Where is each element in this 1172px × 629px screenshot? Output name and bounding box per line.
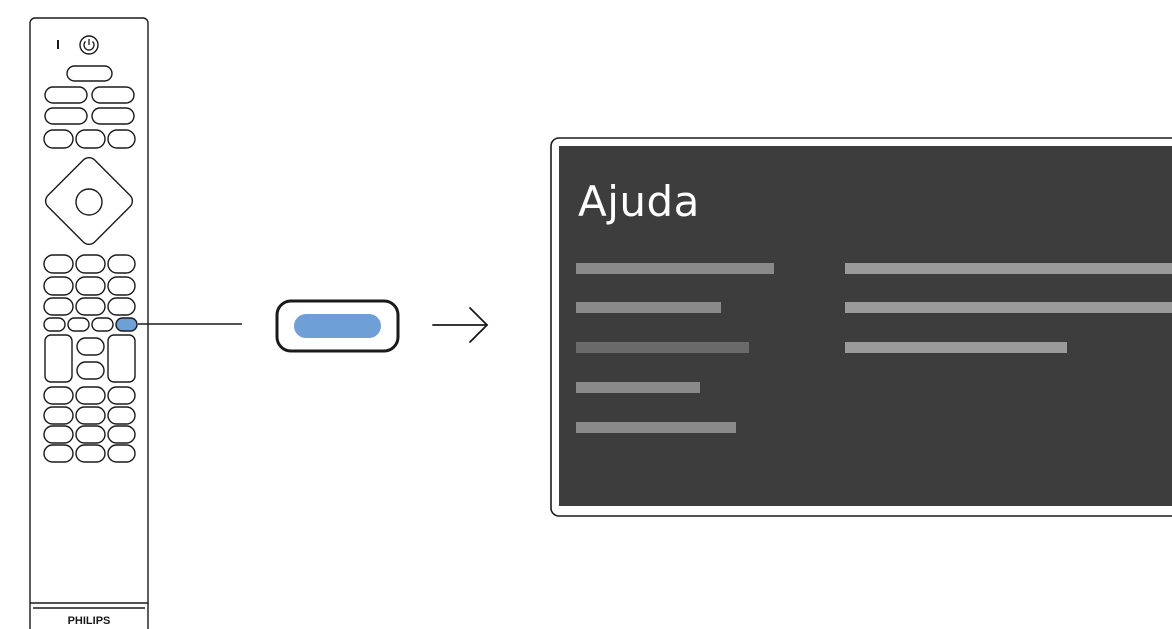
remote-button[interactable] — [107, 425, 136, 444]
content-line — [845, 263, 1172, 274]
content-line — [845, 302, 1172, 313]
remote-button[interactable] — [75, 425, 106, 444]
brand-logo: PHILIPS — [68, 615, 111, 627]
right-arrow-icon — [432, 307, 489, 343]
remote-button[interactable] — [76, 361, 105, 380]
remote-button[interactable] — [107, 129, 136, 149]
remote-button[interactable] — [107, 386, 136, 405]
program-rocker[interactable] — [107, 334, 136, 383]
remote-button[interactable] — [91, 107, 135, 125]
volume-rocker[interactable] — [44, 334, 73, 383]
screen-title: Ajuda — [578, 177, 700, 226]
remote-button[interactable] — [75, 386, 106, 405]
remote-button[interactable] — [43, 406, 74, 425]
remote-button[interactable] — [43, 386, 74, 405]
menu-item — [576, 422, 736, 433]
remote-button[interactable] — [43, 297, 74, 316]
color-key-highlighted[interactable] — [115, 317, 138, 332]
dpad-ok-button[interactable] — [75, 188, 103, 216]
remote-control — [29, 17, 149, 629]
remote-button[interactable] — [75, 297, 106, 316]
remote-button[interactable] — [75, 129, 106, 149]
content-line — [845, 342, 1067, 353]
remote-button[interactable] — [91, 86, 135, 104]
remote-button[interactable] — [107, 297, 136, 316]
menu-item — [576, 342, 749, 353]
remote-button[interactable] — [43, 444, 74, 463]
remote-button[interactable] — [75, 254, 106, 274]
color-key[interactable] — [67, 317, 90, 332]
remote-button[interactable] — [107, 406, 136, 425]
tv-screen — [550, 137, 1172, 517]
remote-button[interactable] — [43, 276, 74, 296]
remote-button[interactable] — [75, 276, 106, 296]
callout-blue-button — [294, 314, 381, 338]
remote-button[interactable] — [44, 86, 88, 104]
color-key[interactable] — [43, 317, 66, 332]
tv-display — [559, 146, 1172, 506]
remote-button[interactable] — [107, 254, 136, 274]
menu-item — [576, 263, 774, 274]
color-key[interactable] — [91, 317, 114, 332]
remote-button[interactable] — [75, 444, 106, 463]
menu-item — [576, 382, 700, 393]
remote-button[interactable] — [43, 254, 74, 274]
remote-button[interactable] — [76, 337, 105, 356]
menu-item — [576, 302, 721, 313]
remote-button[interactable] — [44, 107, 88, 125]
remote-button[interactable] — [43, 129, 74, 149]
remote-button-top[interactable] — [66, 65, 113, 82]
power-icon[interactable] — [79, 35, 99, 55]
remote-button[interactable] — [107, 444, 136, 463]
remote-button[interactable] — [107, 276, 136, 296]
remote-button[interactable] — [43, 425, 74, 444]
remote-button[interactable] — [75, 406, 106, 425]
